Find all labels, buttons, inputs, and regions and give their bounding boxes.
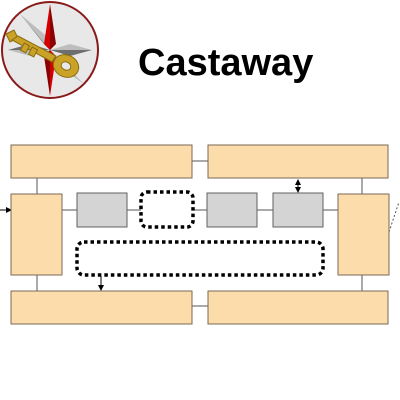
connector-right-edge [388,201,400,233]
top-right-bar [207,144,389,179]
dotted-wide [75,240,325,277]
peach-blocks [10,144,390,325]
dotted-blocks [75,190,325,277]
gray-blocks [76,192,324,228]
inner-gray-2 [206,192,258,228]
bottom-right-bar [207,290,389,325]
page-title: Castaway [138,42,314,84]
dotted-small [139,190,195,229]
inner-gray-3 [272,192,324,228]
inner-gray-1 [76,192,128,228]
top-left-bar [10,144,193,179]
bottom-left-bar [10,290,193,325]
compass-rose-key-icon [1,1,99,99]
key-icon [5,29,80,78]
left-column [10,193,63,276]
right-column [337,193,390,276]
arrows [0,179,301,291]
connector-lines [36,160,400,307]
